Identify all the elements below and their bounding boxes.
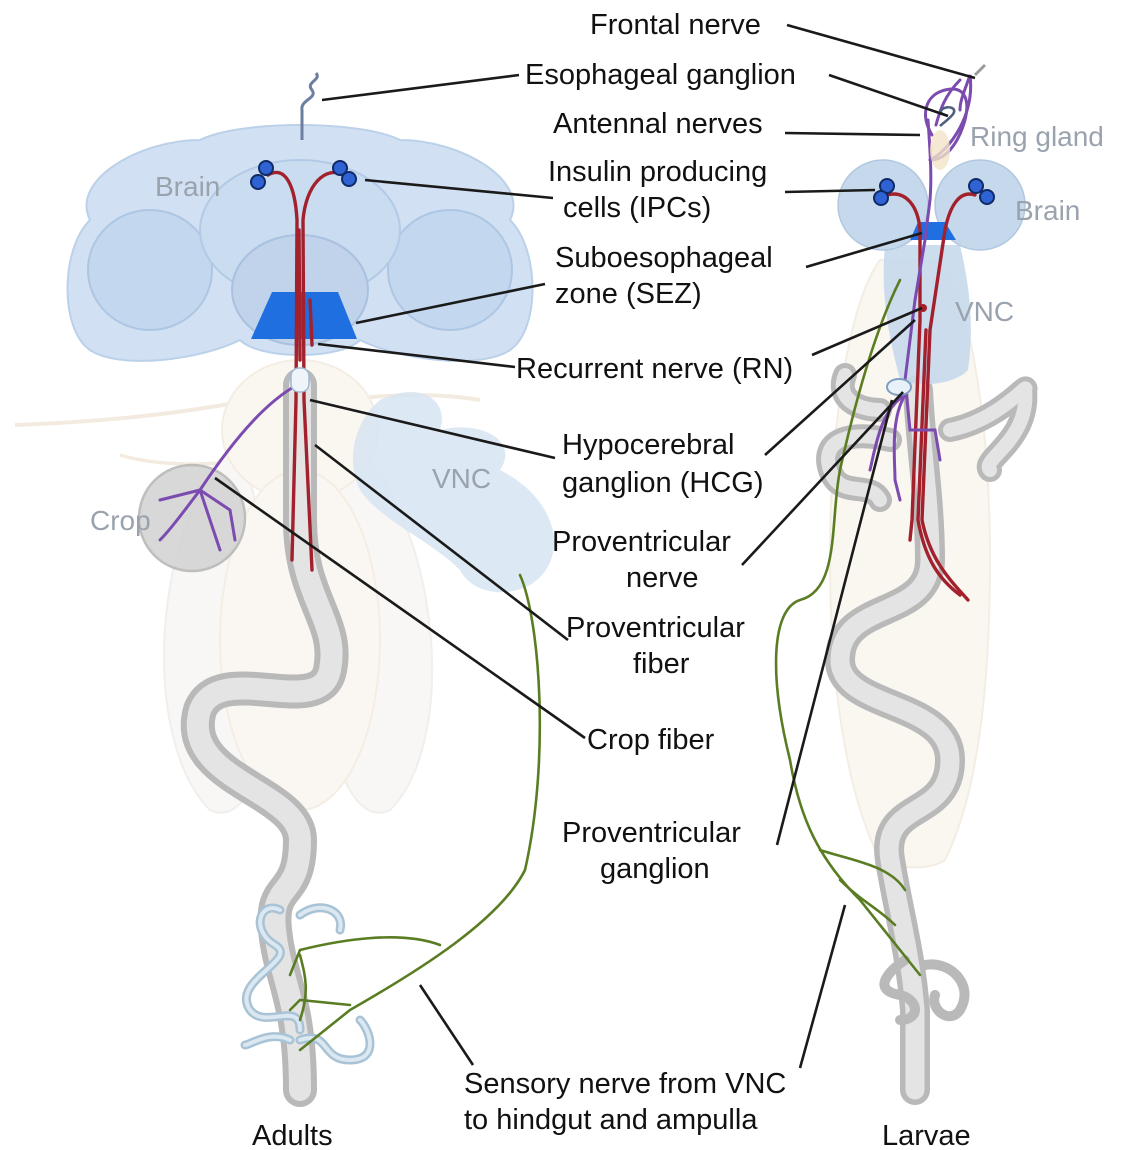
pv-ganglion-label-line1: Proventricular [562, 817, 741, 849]
recurrent-nerve-label: Recurrent nerve (RN) [516, 353, 793, 385]
larva-vnc-label: VNC [955, 296, 1014, 327]
adult-leg-left [15, 400, 250, 425]
frontal-nerve-label: Frontal nerve [590, 9, 761, 41]
sez-label-line1: Suboesophageal [555, 242, 773, 274]
ipc-label-line1: Insulin producing [548, 156, 767, 188]
larvae-caption: Larvae [882, 1120, 971, 1150]
larva-frontal-nerve [975, 65, 985, 75]
adult-hcg-node [291, 368, 309, 392]
sensory-nerve-label-line2: to hindgut and ampulla [464, 1104, 758, 1136]
adults-caption: Adults [252, 1120, 333, 1150]
ipc-label-line2: cells (IPCs) [563, 192, 711, 224]
pv-fiber-label-line1: Proventricular [566, 612, 745, 644]
larva-brain-label: Brain [1015, 195, 1080, 226]
pv-fiber-label-line2: fiber [633, 648, 690, 680]
crop-fiber-label: Crop fiber [587, 724, 715, 756]
adult-vnc-label: VNC [432, 463, 491, 494]
antennal-nerves-label: Antennal nerves [553, 108, 763, 140]
sensory-nerve-label-line1: Sensory nerve from VNC [464, 1068, 786, 1100]
adult-malpighian-tubules [245, 908, 370, 1060]
pv-ganglion-label-line2: ganglion [600, 853, 710, 885]
pv-nerve-label-line1: Proventricular [552, 526, 731, 558]
adult-crop-label: Crop [90, 505, 151, 536]
adult-brain-label: Brain [155, 171, 220, 202]
ring-gland-label: Ring gland [970, 121, 1104, 152]
adult-optic-lobe-left [88, 210, 212, 330]
pv-nerve-label-line2: nerve [626, 562, 699, 594]
hcg-label-line2: ganglion (HCG) [562, 467, 763, 499]
sez-label-line2: zone (SEZ) [555, 278, 702, 310]
larva-ring-gland [930, 130, 950, 170]
larva-pv-ganglion-node [887, 379, 911, 395]
esophageal-ganglion-label: Esophageal ganglion [525, 59, 796, 91]
hcg-label-line1: Hypocerebral [562, 429, 734, 461]
adult-crop-sac [139, 465, 245, 571]
